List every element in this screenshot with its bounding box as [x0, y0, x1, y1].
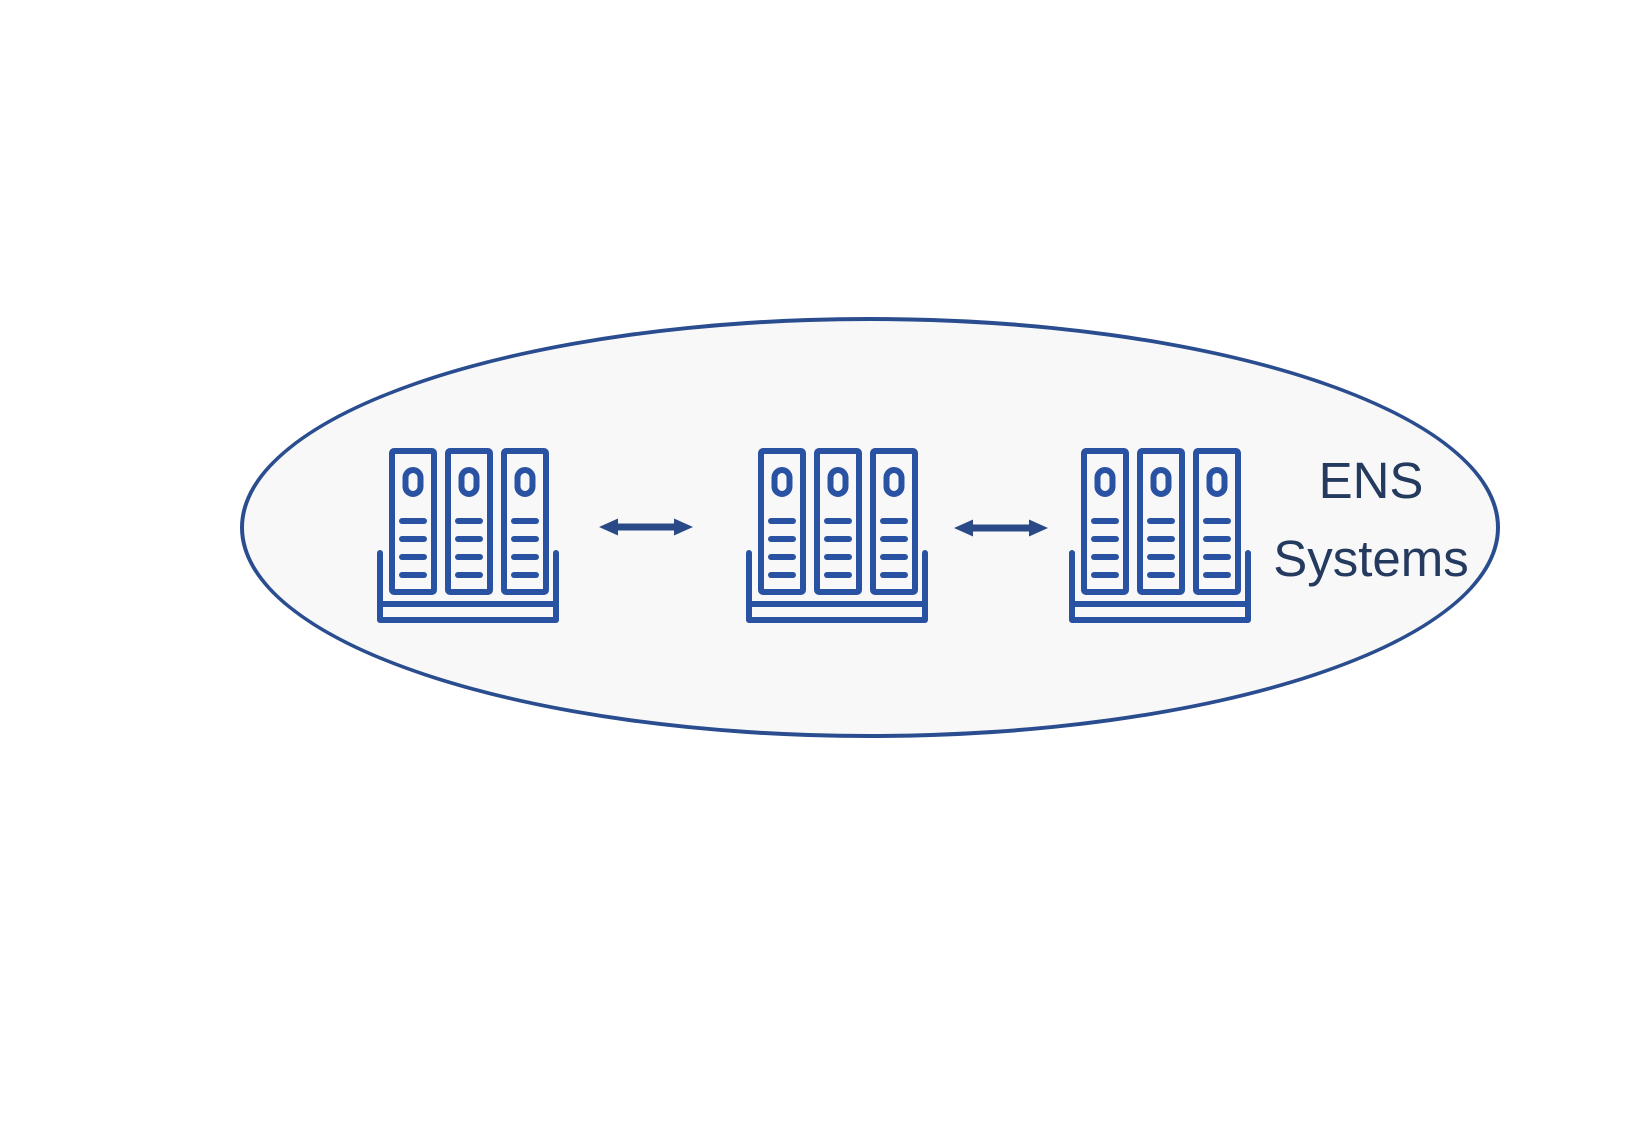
server-group-1	[376, 446, 560, 628]
server-rack-icon	[377, 448, 559, 623]
connection-arrow-2	[954, 513, 1048, 543]
server-rack-icon	[746, 448, 928, 623]
server-group-3	[1068, 446, 1252, 628]
server-group-2	[745, 446, 929, 628]
ens-systems-label: ENS Systems	[1240, 442, 1502, 598]
connection-arrow-1	[599, 512, 693, 542]
bidirectional-arrow-icon	[599, 518, 693, 536]
ens-systems-label-line2: Systems	[1273, 530, 1469, 587]
ens-systems-label-line1: ENS	[1318, 452, 1424, 509]
bidirectional-arrow-icon	[954, 519, 1048, 537]
server-rack-icon	[1069, 448, 1251, 623]
